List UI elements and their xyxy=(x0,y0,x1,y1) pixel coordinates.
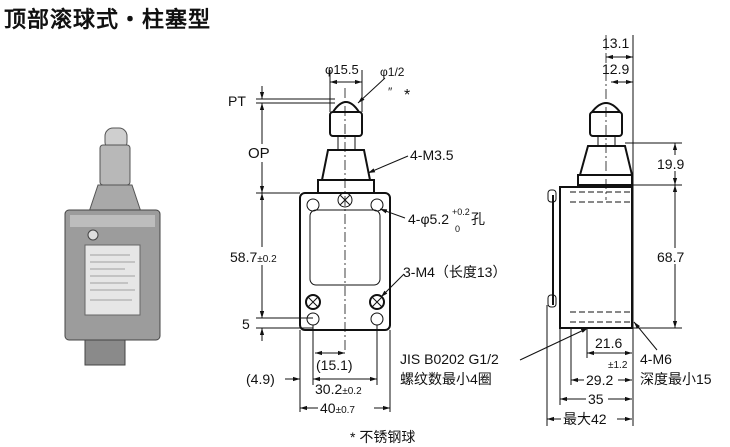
dim-42-max: 最大42 xyxy=(563,411,607,427)
front-dimensions: φ15.5 φ1/2 ″ * PT OP 58.7±0.2 5 4-M3.5 4… xyxy=(228,62,506,416)
dim-29-2-tol: ±1.2 xyxy=(608,360,628,371)
label-holes-suffix: 孔 xyxy=(471,211,485,227)
dim-op: OP xyxy=(248,145,270,162)
label-m6-depth: 深度最小15 xyxy=(640,371,712,387)
dim-21-6: 21.6 xyxy=(595,335,622,351)
side-view xyxy=(547,35,634,329)
ball-unit: ″ xyxy=(388,85,393,99)
label-jis-threads: 螺纹数最小4圈 xyxy=(400,371,492,387)
dim-5: 5 xyxy=(242,316,250,332)
dim-15-5: φ15.5 xyxy=(325,62,359,77)
dim-30-2: 30.2±0.2 xyxy=(315,381,362,397)
front-view xyxy=(299,88,391,350)
dim-29-2: 29.2 xyxy=(586,372,613,388)
product-photo xyxy=(64,127,161,366)
label-4-m6: 4-M6 xyxy=(640,351,672,367)
dim-35: 35 xyxy=(588,391,604,407)
dim-15-1: (15.1) xyxy=(316,357,353,373)
label-holes: 4-φ5.2 xyxy=(408,211,449,227)
label-4-m3-5: 4-M3.5 xyxy=(410,147,454,163)
dim-68-7: 68.7 xyxy=(657,249,684,265)
dim-pt: PT xyxy=(228,93,246,109)
dim-58-7: 58.7±0.2 xyxy=(230,249,277,265)
footnote: * 不锈钢球 xyxy=(350,429,415,445)
dim-4-9: (4.9) xyxy=(246,371,275,387)
page-title: 顶部滚球式・柱塞型 xyxy=(4,8,212,33)
label-holes-tol-lower: 0 xyxy=(455,224,460,234)
ball-note-mark: * xyxy=(404,87,410,104)
label-3-m4: 3-M4（长度13） xyxy=(403,264,506,280)
dim-ball: φ1/2 xyxy=(380,65,405,79)
label-jis: JIS B0202 G1/2 xyxy=(400,351,499,367)
dim-12-9: 12.9 xyxy=(602,61,629,77)
dim-40: 40±0.7 xyxy=(320,400,355,416)
dim-13-1: 13.1 xyxy=(602,35,629,51)
side-dimensions: 13.1 12.9 19.9 68.7 JIS B0202 G1/2 螺纹数最小… xyxy=(400,35,712,427)
label-holes-tol-upper: +0.2 xyxy=(452,207,470,217)
dim-19-9: 19.9 xyxy=(657,156,684,172)
